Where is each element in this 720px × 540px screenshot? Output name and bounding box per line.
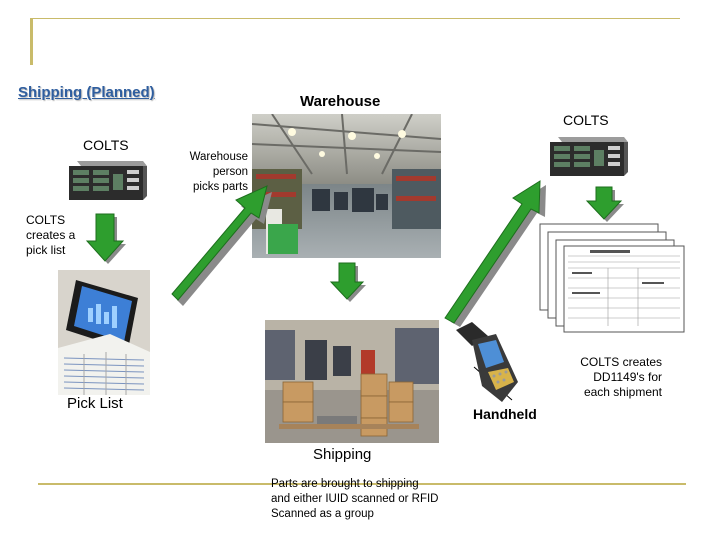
accent-rule-top <box>30 18 680 19</box>
shipping-note: Parts are brought to shipping and either… <box>271 477 438 522</box>
diagonal-arrow-right <box>444 180 546 327</box>
accent-rule-bottom <box>38 483 686 485</box>
caption-line: COLTS <box>26 213 66 227</box>
handheld-scanner-icon <box>452 322 527 404</box>
caption-line: pick list <box>26 243 66 257</box>
handheld-label: Handheld <box>473 406 537 422</box>
note-line: Parts are brought to shipping <box>271 478 419 490</box>
pick-list-photo <box>58 270 150 395</box>
colts-creates-dd1149-caption: COLTS creates DD1149's for each shipment <box>580 355 662 400</box>
slide-title: Shipping (Planned) <box>18 84 155 101</box>
caption-line: COLTS creates <box>580 355 662 369</box>
down-arrow-center <box>329 262 366 302</box>
caption-line: creates a <box>26 228 76 242</box>
note-line: Scanned as a group <box>271 508 374 520</box>
colts-creates-pick-list-caption: COLTS creates a pick list <box>26 213 75 258</box>
caption-line: picks parts <box>193 181 248 193</box>
warehouse-label: Warehouse <box>300 93 381 110</box>
dd1149-forms-image <box>538 222 688 334</box>
caption-line: person <box>212 166 248 178</box>
shipping-photo <box>265 320 439 443</box>
caption-line: DD1149's for <box>593 370 662 384</box>
down-arrow-right <box>585 186 624 222</box>
warehouse-person-caption: Warehouse person picks parts <box>186 150 248 195</box>
server-icon <box>67 158 149 203</box>
down-arrow-left <box>85 213 126 264</box>
diagonal-arrow-left <box>171 185 272 306</box>
shipping-label: Shipping <box>313 446 372 463</box>
note-line: and either IUID scanned or RFID <box>271 493 439 505</box>
caption-line: Warehouse <box>189 151 248 163</box>
accent-rule-vertical <box>30 18 33 65</box>
server-icon <box>548 134 630 179</box>
pick-list-label: Pick List <box>67 395 123 412</box>
colts-right-label: COLTS <box>563 112 609 128</box>
caption-line: each shipment <box>583 385 662 399</box>
colts-left-label: COLTS <box>83 137 129 153</box>
